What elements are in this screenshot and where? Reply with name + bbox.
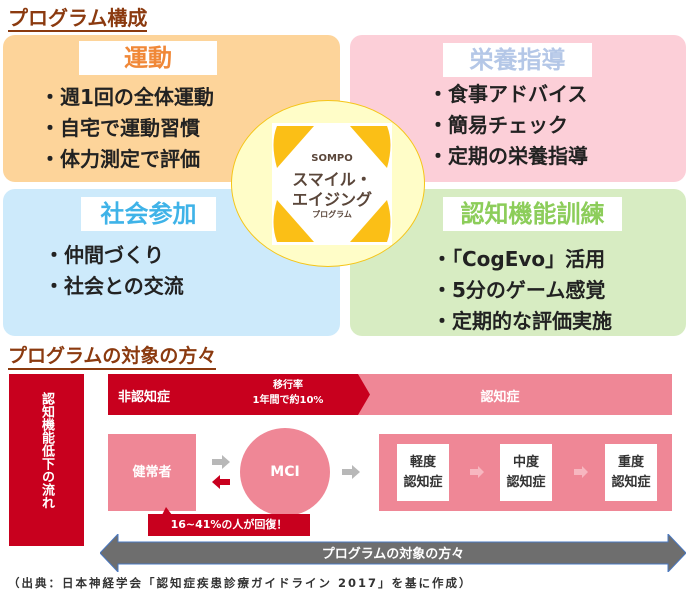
arrows-icon	[212, 455, 230, 489]
mci-circle: MCI	[240, 428, 330, 516]
list-item: ・5分のゲーム感覚	[432, 278, 606, 302]
list-item: ・社会との交流	[44, 274, 184, 298]
social-list: ・仲間づくり ・社会との交流	[44, 240, 184, 302]
list-item: ・定期の栄養指導	[428, 144, 588, 168]
transition-value: 1年間で約10%	[252, 395, 324, 406]
dementia-label: 認知症	[480, 390, 520, 405]
list-item: ・食事アドバイス	[428, 82, 588, 106]
list-item: ・自宅で運動習慣	[40, 116, 200, 140]
stage-mild: 軽度 認知症	[397, 444, 449, 501]
recovery-callout: 16~41%の人が回復！	[148, 514, 310, 536]
arrow-right-icon	[342, 465, 360, 479]
social-title: 社会参加	[81, 197, 216, 231]
section-title-target: プログラムの対象の方々	[8, 344, 217, 370]
cognitive-title: 認知機能訓練	[443, 197, 622, 231]
list-item: ・週1回の全体運動	[40, 85, 214, 109]
list-item: ・定期的な評価実施	[432, 309, 612, 333]
target-bar-label: プログラムの対象の方々	[321, 547, 465, 562]
nutrition-list: ・食事アドバイス ・簡易チェック ・定期の栄養指導	[428, 79, 588, 172]
program-logo: SOMPO スマイル・ エイジング プログラム	[272, 123, 392, 245]
non-dementia-label: 非認知症	[118, 390, 171, 405]
exercise-list: ・週1回の全体運動 ・自宅で運動習慣 ・体力測定で評価	[40, 82, 214, 175]
logo-line3: プログラム	[312, 210, 352, 219]
arrow-right-icon	[470, 466, 484, 478]
stage-severe: 重度 認知症	[605, 444, 657, 501]
list-item: ・仲間づくり	[44, 243, 164, 267]
citation: （出典：日本神経学会「認知症疾患診療ガイドライン 2017」を基に作成）	[8, 576, 473, 590]
list-item: ・「CogEvo」活用	[432, 247, 606, 271]
logo-brand: SOMPO	[311, 153, 353, 164]
healthy-box: 健常者	[108, 434, 196, 511]
nutrition-title: 栄養指導	[443, 43, 592, 77]
logo-petals-icon	[273, 126, 391, 242]
list-item: ・体力測定で評価	[40, 147, 200, 171]
list-item: ・簡易チェック	[428, 113, 568, 137]
non-dementia-chevron	[108, 374, 370, 415]
stage-moderate: 中度 認知症	[500, 444, 552, 501]
transition-rate: 移行率 1年間で約10%	[228, 378, 348, 408]
logo-line1: スマイル・	[292, 170, 372, 189]
decline-flow-label: 認知機能低下の流れ	[9, 374, 84, 546]
transition-label: 移行率	[273, 380, 303, 391]
logo-line2: エイジング	[291, 190, 372, 209]
cognitive-list: ・「CogEvo」活用 ・5分のゲーム感覚 ・定期的な評価実施	[432, 244, 612, 337]
callout-pointer	[162, 507, 172, 515]
exercise-title: 運動	[79, 41, 217, 75]
arrow-right-icon	[574, 466, 588, 478]
section-title-program-structure: プログラム構成	[8, 6, 148, 32]
target-double-arrow	[100, 534, 686, 572]
